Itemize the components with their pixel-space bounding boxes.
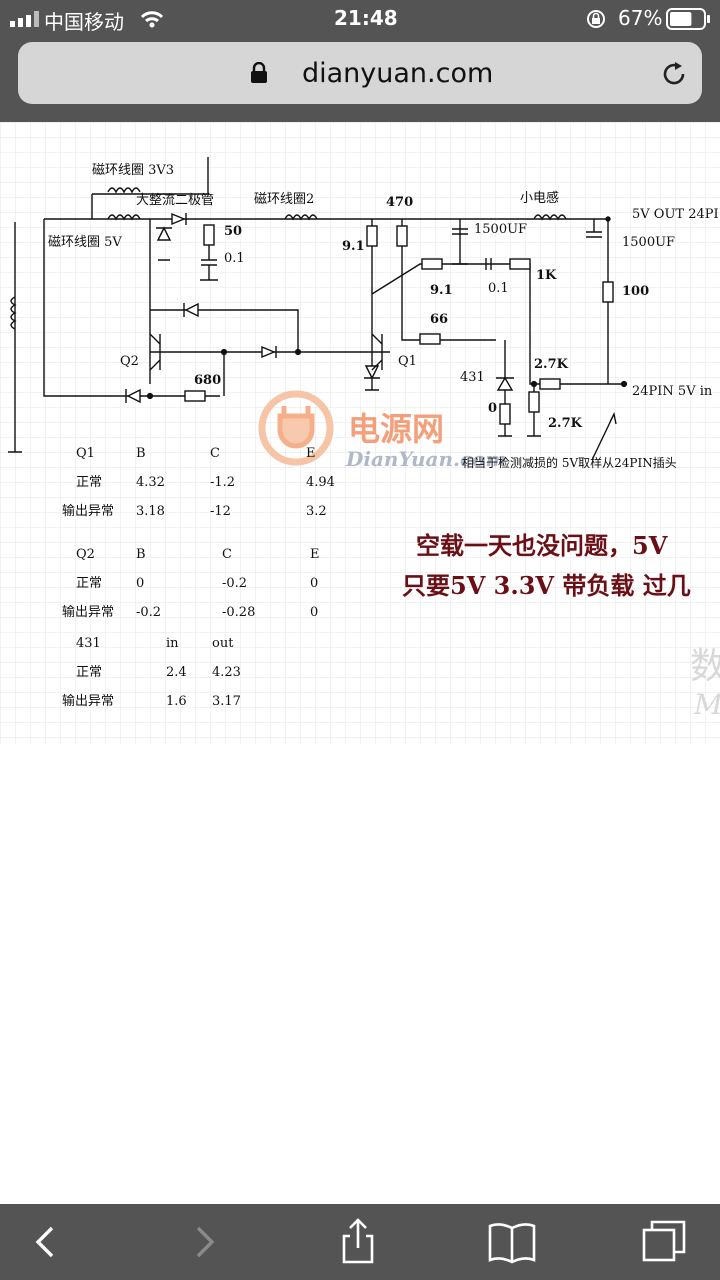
table-header-cell: B bbox=[136, 446, 146, 461]
watermark-cn: 电源网 bbox=[348, 410, 444, 448]
label-l21: 2.7K bbox=[534, 357, 569, 372]
label-l29: 数 bbox=[690, 646, 720, 687]
table-cell: 4.94 bbox=[306, 475, 335, 490]
schematic-image: 电源网 DianYuan.com bbox=[0, 122, 720, 744]
label-l19: Q1 bbox=[398, 354, 417, 369]
tabs-icon[interactable] bbox=[636, 1216, 692, 1268]
table-cell: 正常 bbox=[76, 576, 102, 591]
label-l4: 470 bbox=[386, 195, 413, 210]
label-l17: 66 bbox=[430, 312, 448, 327]
status-bar: 中国移动 21:48 67% bbox=[0, 0, 720, 38]
watermark-en: DianYuan.com bbox=[345, 447, 507, 471]
label-l26: 相当于检测减损的 5V取样从24PIN插头 bbox=[462, 455, 677, 470]
table-cell: 0 bbox=[310, 576, 318, 591]
label-l6: 5V OUT 24PI bbox=[632, 207, 719, 222]
table-header-cell: C bbox=[210, 446, 220, 461]
label-l25: 24PIN 5V in bbox=[632, 384, 713, 399]
label-l24: 2.7K bbox=[548, 416, 583, 431]
table-cell: -0.28 bbox=[222, 605, 255, 620]
table-cell: 3.2 bbox=[306, 504, 327, 519]
table-header-cell: E bbox=[306, 446, 316, 461]
label-l22: 680 bbox=[194, 373, 221, 388]
wifi-icon bbox=[140, 11, 164, 28]
label-l30: M bbox=[693, 688, 720, 721]
signal-icon bbox=[10, 11, 39, 27]
table-cell: 3.18 bbox=[136, 504, 165, 519]
back-icon[interactable] bbox=[20, 1216, 76, 1268]
label-l3: 磁环线圈2 bbox=[254, 192, 314, 207]
table-cell: 4.23 bbox=[212, 665, 241, 680]
table-cell: 2.4 bbox=[166, 665, 187, 680]
table-cell: 3.17 bbox=[212, 694, 241, 709]
label-l10: 9.1 bbox=[342, 239, 365, 254]
table-header-cell: C bbox=[222, 547, 232, 562]
table-header-cell: B bbox=[136, 547, 146, 562]
table-header-cell: 431 bbox=[76, 636, 101, 651]
battery-icon bbox=[666, 8, 710, 30]
orientation-lock-icon bbox=[587, 10, 605, 28]
label-l1: 磁环线圈 3V3 bbox=[92, 163, 174, 178]
label-l18: Q2 bbox=[120, 354, 139, 369]
label-l16: 100 bbox=[622, 284, 649, 299]
circuit-components bbox=[8, 187, 628, 461]
label-l13: 9.1 bbox=[430, 283, 453, 298]
table-header-cell: in bbox=[166, 636, 179, 651]
table-header-cell: out bbox=[212, 636, 234, 651]
carrier-name: 中国移动 bbox=[44, 10, 124, 34]
forward-icon[interactable] bbox=[176, 1216, 232, 1268]
bookmarks-icon[interactable] bbox=[484, 1216, 540, 1268]
url-text: dianyuan.com bbox=[302, 58, 494, 89]
label-l9: 0.1 bbox=[224, 251, 245, 266]
schematic-labels: 磁环线圈 3V3 大整流二极管 磁环线圈2 470 小电感 5V OUT 24P… bbox=[48, 163, 720, 721]
share-icon[interactable] bbox=[330, 1216, 386, 1268]
table-header-cell: Q2 bbox=[76, 547, 95, 562]
label-l12: 1500UF bbox=[622, 235, 675, 250]
table-cell: 0 bbox=[310, 605, 318, 620]
browser-bottom-bar bbox=[0, 1204, 720, 1280]
table-cell: -0.2 bbox=[136, 605, 161, 620]
reload-icon[interactable] bbox=[660, 60, 688, 88]
label-l8: 50 bbox=[224, 224, 242, 239]
grid-background bbox=[0, 122, 720, 744]
table-cell: -0.2 bbox=[222, 576, 247, 591]
table-cell: 输出异常 bbox=[62, 604, 114, 620]
clock: 21:48 bbox=[334, 6, 398, 30]
label-l27: 空载一天也没问题，5V bbox=[416, 531, 668, 560]
table-cell: 4.32 bbox=[136, 475, 165, 490]
table-header-cell: Q1 bbox=[76, 446, 95, 461]
label-l14: 0.1 bbox=[488, 281, 509, 296]
label-l28: 只要5V 3.3V 带负载 过几 bbox=[402, 571, 691, 600]
label-l2: 大整流二极管 bbox=[136, 193, 214, 208]
table-cell: -12 bbox=[210, 504, 231, 519]
label-l15: 1K bbox=[536, 268, 557, 283]
label-l5: 小电感 bbox=[520, 190, 559, 206]
table-cell: 正常 bbox=[76, 475, 102, 490]
table-cell: 0 bbox=[136, 576, 144, 591]
lock-icon bbox=[251, 62, 267, 83]
table-header-cell: E bbox=[310, 547, 320, 562]
web-content: 电源网 DianYuan.com bbox=[0, 122, 720, 744]
table-cell: 1.6 bbox=[166, 694, 187, 709]
table-cell: 输出异常 bbox=[62, 693, 114, 709]
battery-percent: 67% bbox=[618, 6, 663, 30]
circuit-wires bbox=[14, 157, 624, 452]
dianyuan-watermark: 电源网 DianYuan.com bbox=[258, 390, 507, 471]
label-l11: 1500UF bbox=[474, 222, 527, 237]
label-l23: 0 bbox=[488, 401, 497, 416]
address-bar[interactable]: dianyuan.com bbox=[18, 42, 702, 104]
table-cell: -1.2 bbox=[210, 475, 235, 490]
table-cell: 正常 bbox=[76, 665, 102, 680]
label-l20: 431 bbox=[460, 370, 485, 385]
table-cell: 输出异常 bbox=[62, 503, 114, 519]
browser-toolbar: dianyuan.com bbox=[0, 38, 720, 122]
label-l7: 磁环线圈 5V bbox=[48, 235, 122, 250]
